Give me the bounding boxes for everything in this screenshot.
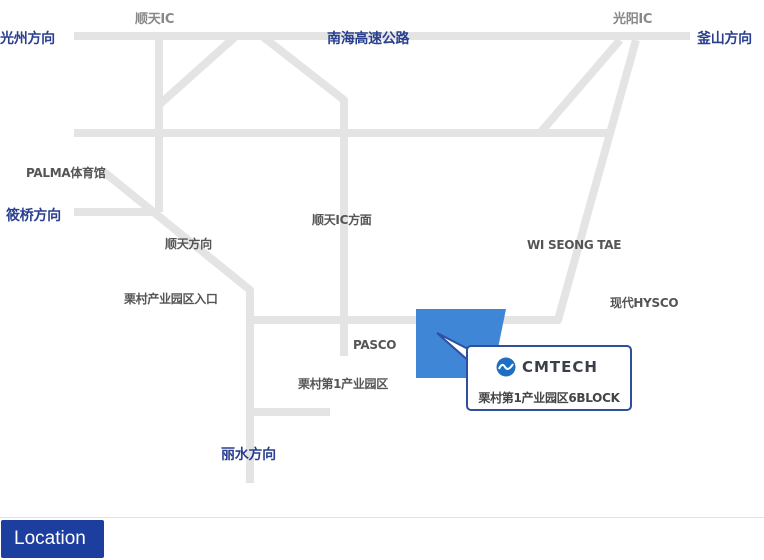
label-shuntian-direction: 顺天方向 bbox=[165, 237, 212, 251]
location-tab[interactable]: Location bbox=[1, 520, 104, 558]
label-yulchon-1: 栗村第1产业园区 bbox=[298, 377, 388, 391]
label-nanhai-highway: 南海高速公路 bbox=[327, 31, 410, 47]
road-diagonal-top-left bbox=[157, 33, 239, 107]
label-shuntian-ic: 顺天IC bbox=[135, 12, 175, 27]
label-yulchon-entrance: 栗村产业园区入口 bbox=[124, 292, 218, 306]
road-shuntian-ic bbox=[259, 32, 348, 356]
label-yeosu-direction: 丽水方向 bbox=[221, 447, 276, 463]
label-guangyang-ic: 光阳IC bbox=[613, 12, 653, 27]
label-busan-direction: 釜山方向 bbox=[697, 31, 752, 47]
label-palma-gym: PALMA体育馆 bbox=[26, 166, 106, 180]
footer-divider bbox=[0, 517, 764, 518]
logo-text: CMTECH bbox=[522, 358, 598, 376]
road-map bbox=[74, 32, 690, 483]
company-logo: CMTECH bbox=[496, 357, 598, 377]
label-beolgyo-direction: 筱桥方向 bbox=[6, 208, 61, 224]
label-wi-seong-tae: WI SEONG TAE bbox=[527, 238, 622, 252]
company-callout: CMTECH 栗村第1产业园区6BLOCK bbox=[466, 345, 632, 411]
company-address: 栗村第1产业园区6BLOCK bbox=[478, 391, 620, 405]
road-right-branch bbox=[536, 37, 624, 136]
label-pasco: PASCO bbox=[353, 338, 397, 352]
cmtech-logo-icon bbox=[496, 357, 516, 377]
label-shuntian-ic-direction: 顺天IC方面 bbox=[312, 213, 372, 227]
road-yulchon-main bbox=[250, 38, 640, 324]
label-hyundai-hysco: 现代HYSCO bbox=[610, 296, 679, 310]
label-gwangju-direction: 光州方向 bbox=[0, 31, 55, 47]
road-palma-diagonal bbox=[101, 168, 254, 483]
